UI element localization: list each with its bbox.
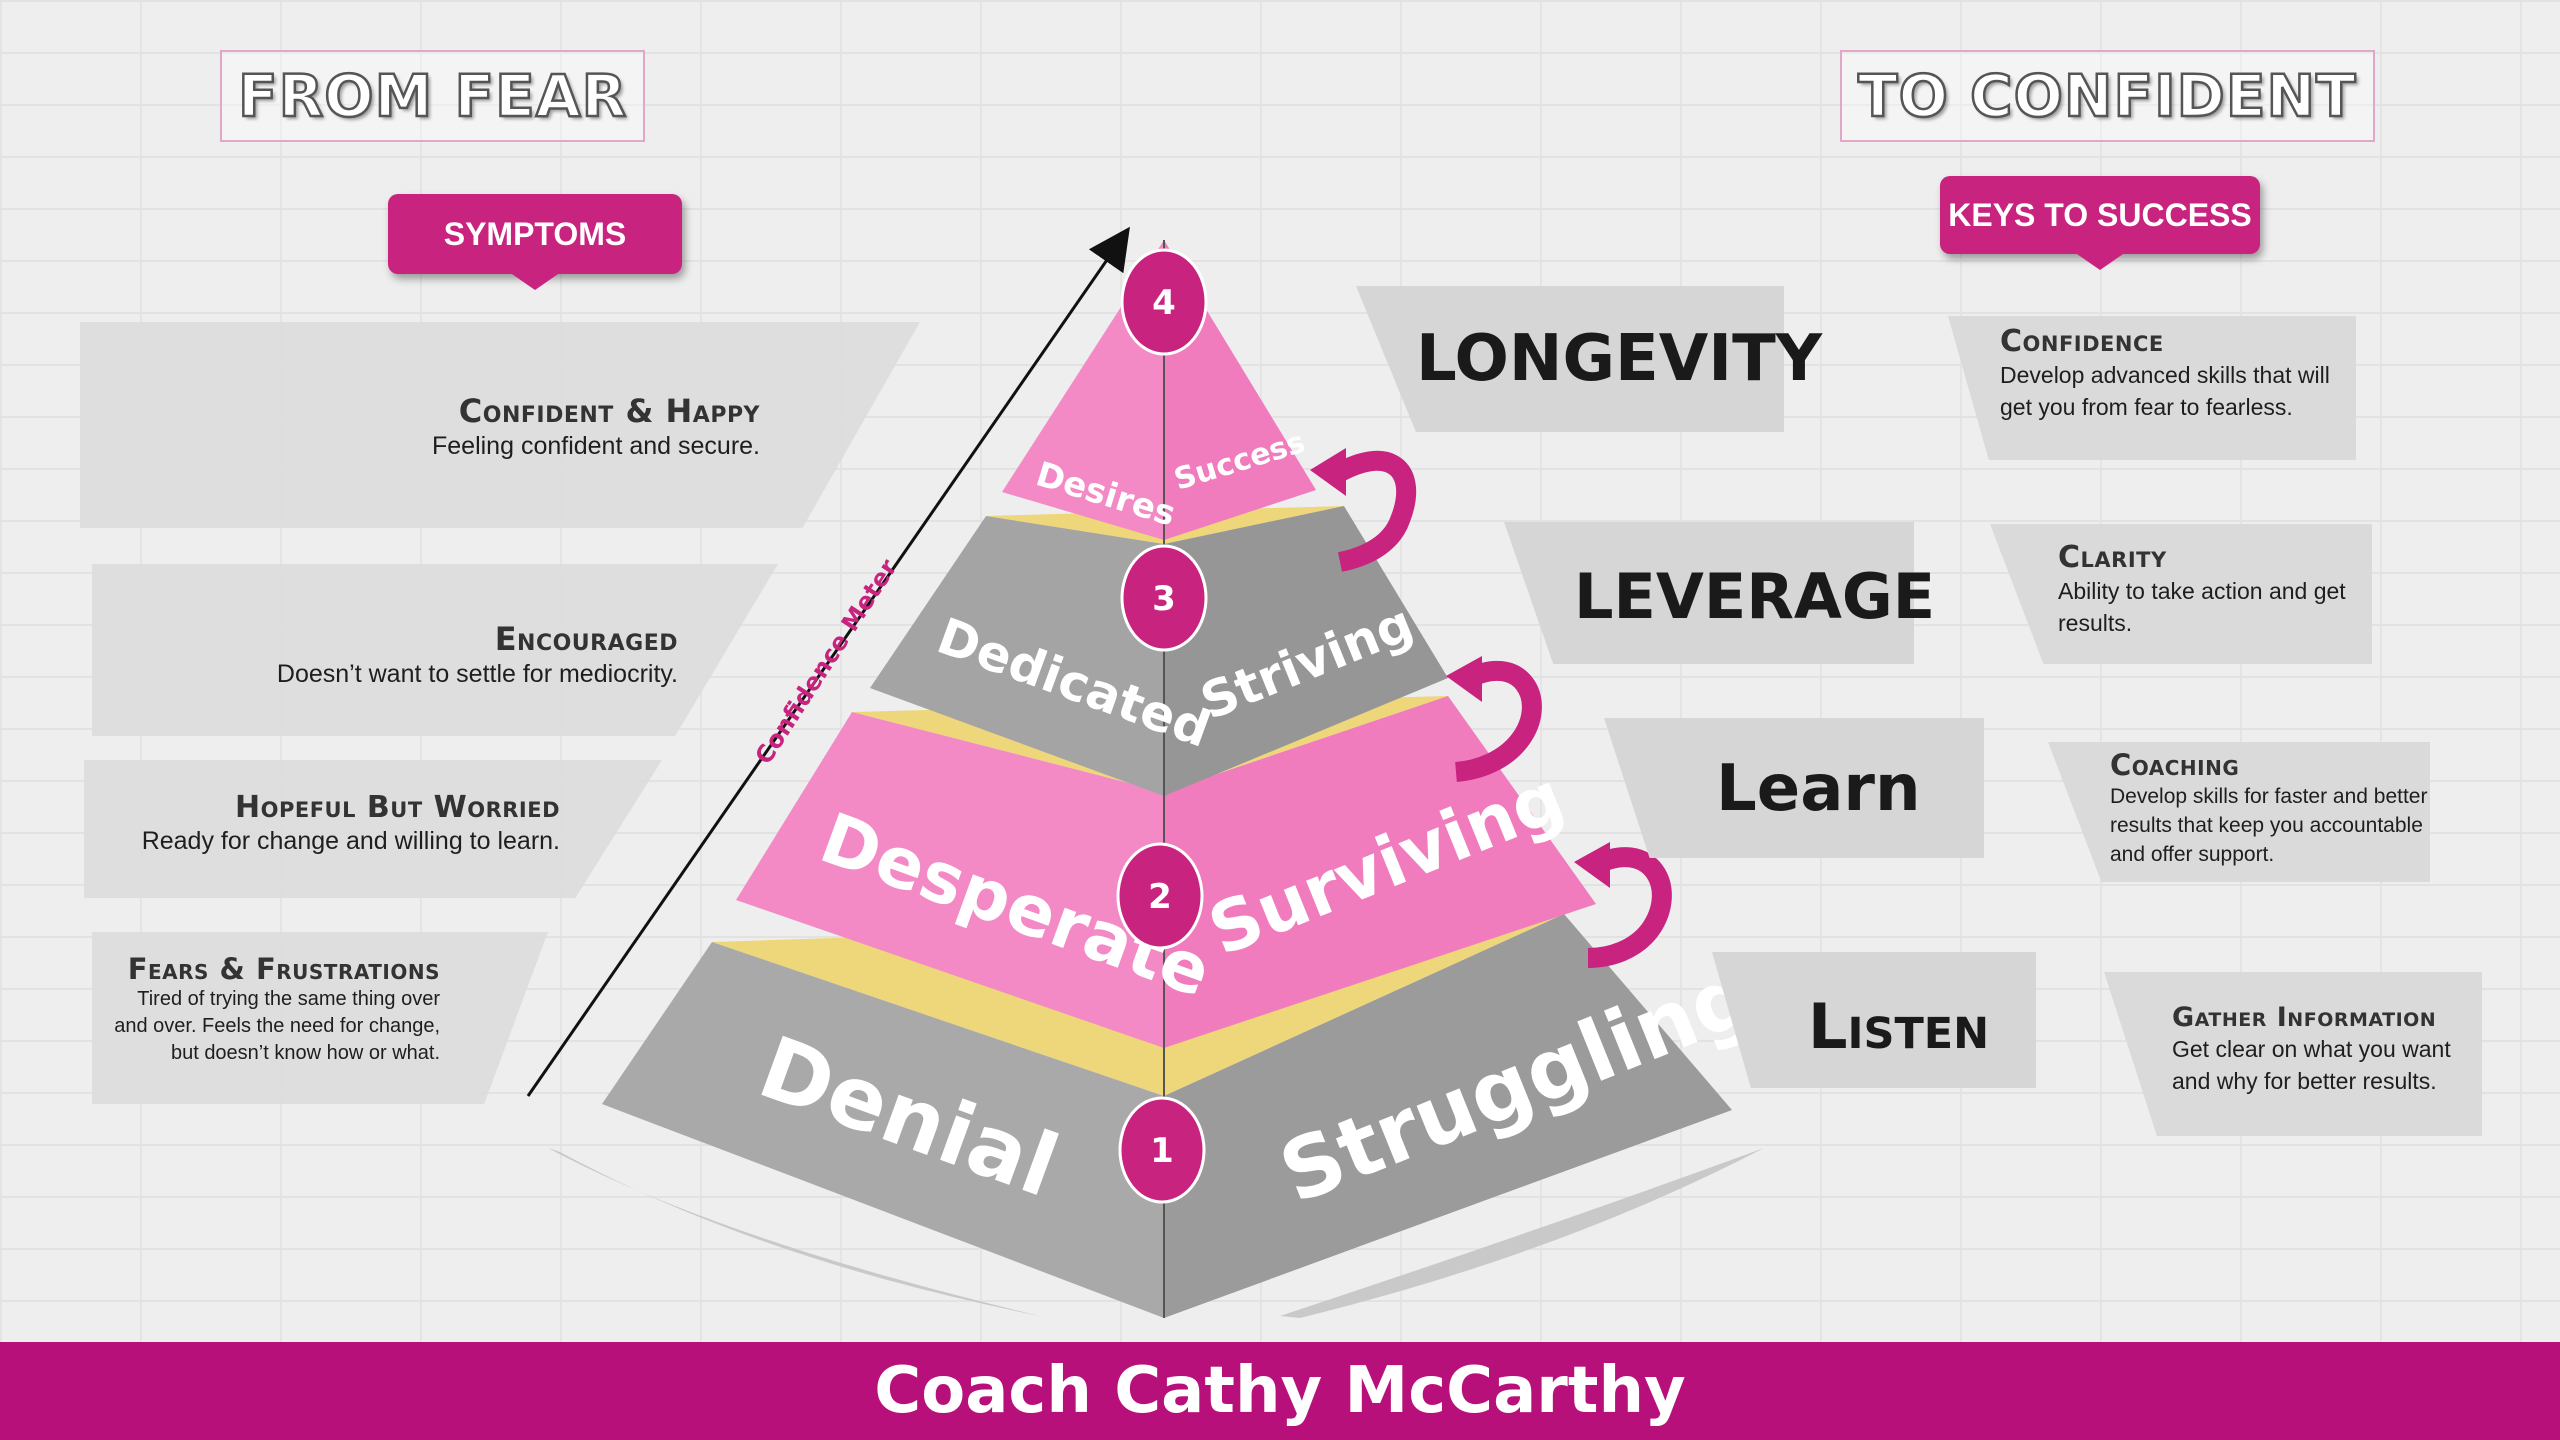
title-from-fear: FROM FEAR	[220, 50, 646, 142]
symptom-item-4: Fears & Frustrations Tired of trying the…	[100, 952, 440, 1067]
symptom-heading: Encouraged	[494, 620, 678, 658]
symptom-heading: Confident & Happy	[458, 392, 760, 430]
stage-panel-leverage	[1504, 522, 1914, 664]
stage-longevity: LONGEVITY	[1416, 322, 1823, 396]
stage-panel-listen	[1712, 952, 2036, 1088]
key-panel-confidence	[1948, 316, 2356, 460]
key-desc: Develop advanced skills that will get yo…	[2000, 362, 2330, 420]
key-desc: Get clear on what you want and why for b…	[2172, 1036, 2451, 1094]
level-2-left-face	[736, 712, 1164, 1048]
key-heading: Coaching	[2110, 748, 2240, 782]
symptom-panel-2	[92, 564, 778, 736]
level-2-badge	[1116, 842, 1204, 950]
level-4-number: 4	[1152, 283, 1176, 323]
key-item-coaching: Coaching Develop skills for faster and b…	[2110, 748, 2428, 869]
key-panel-clarity	[1990, 524, 2372, 664]
curved-arrow-2-to-3-head	[1446, 656, 1482, 702]
level-1-badge	[1118, 1096, 1206, 1204]
level-2-number: 2	[1148, 877, 1172, 917]
curved-arrow-3-to-4-head	[1310, 448, 1346, 496]
symptom-panel-1	[80, 322, 920, 528]
key-desc: Develop skills for faster and better res…	[2110, 785, 2428, 866]
symptom-item-3: Hopeful But Worried Ready for change and…	[100, 790, 560, 857]
footer-banner: Coach Cathy McCarthy	[0, 1342, 2560, 1440]
stage-learn: Learn	[1716, 752, 1921, 826]
level-3-badge	[1120, 544, 1208, 652]
curved-arrow-2-to-3	[1454, 660, 1542, 782]
symptom-desc: Tired of trying the same thing over and …	[114, 988, 440, 1064]
level-3-left-face	[870, 516, 1164, 796]
curved-arrow-1-to-2-head	[1574, 842, 1610, 888]
stage-leverage: LEVERAGE	[1574, 560, 1936, 633]
level-2-right-face	[1164, 696, 1596, 1048]
level-1-number: 1	[1150, 1131, 1174, 1171]
symptom-desc: Feeling confident and secure.	[432, 432, 760, 460]
key-heading: Clarity	[2058, 540, 2167, 575]
key-heading: Confidence	[2000, 324, 2164, 359]
curved-arrow-1-to-2	[1587, 847, 1672, 968]
keys-to-success-callout: KEYS TO SUCCESS	[1940, 176, 2260, 270]
symptom-desc: Doesn’t want to settle for mediocrity.	[276, 660, 678, 688]
key-item-clarity: Clarity Ability to take action and get r…	[2058, 540, 2358, 639]
stage-panel-longevity	[1356, 286, 1784, 432]
level-4-badge	[1120, 248, 1208, 356]
level-1-left-face	[602, 942, 1164, 1318]
curved-arrow-3-to-4	[1324, 450, 1417, 572]
level-3-number: 3	[1152, 579, 1176, 619]
key-panel-coaching	[2048, 742, 2430, 882]
confidence-meter-arrow	[526, 226, 1130, 1097]
key-heading: Gather Information	[2172, 1002, 2437, 1033]
key-item-gather-information: Gather Information Get clear on what you…	[2172, 1002, 2482, 1097]
symptoms-callout: SYMPTOMS	[388, 194, 682, 290]
symptom-item-1: Confident & Happy Feeling confident and …	[120, 392, 760, 462]
symptom-desc: Ready for change and willing to learn.	[141, 827, 560, 855]
symptom-heading: Hopeful But Worried	[235, 790, 560, 825]
symptom-item-2: Encouraged Doesn’t want to settle for me…	[110, 620, 678, 690]
key-item-confidence: Confidence Develop advanced skills that …	[2000, 324, 2350, 423]
symptom-panel-3	[84, 760, 662, 898]
stage-panel-learn	[1604, 718, 1984, 858]
title-to-confident: TO CONFIDENT	[1840, 50, 2375, 142]
key-panel-gather-information	[2104, 972, 2482, 1136]
symptom-panel-4	[92, 932, 548, 1104]
symptom-heading: Fears & Frustrations	[127, 952, 440, 986]
stage-listen: Listen	[1808, 990, 1990, 1063]
floor-shadow-right	[1280, 1148, 1764, 1318]
level-3-right-face	[1164, 506, 1448, 796]
key-desc: Ability to take action and get results.	[2058, 578, 2346, 636]
level-1-right-face	[1164, 914, 1732, 1318]
